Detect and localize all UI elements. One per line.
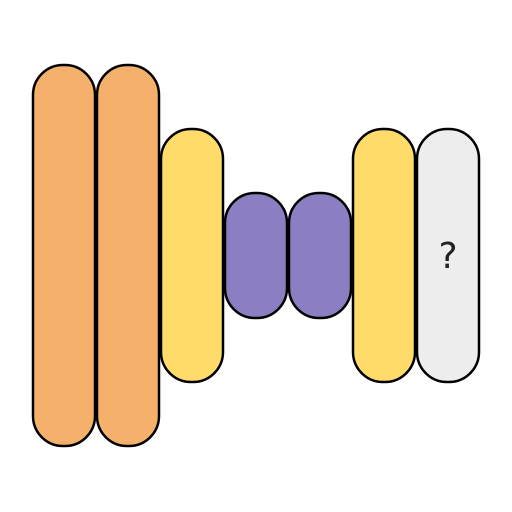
yellow-bar-2 bbox=[351, 127, 417, 384]
question-mark: ? bbox=[438, 236, 457, 277]
orange-bar-2 bbox=[95, 63, 161, 448]
purple-bar-2 bbox=[287, 191, 353, 320]
yellow-bar-1 bbox=[159, 127, 225, 384]
purple-bar-1 bbox=[223, 191, 289, 320]
unknown-bar[interactable] bbox=[415, 127, 481, 384]
orange-bar-1 bbox=[31, 63, 97, 448]
